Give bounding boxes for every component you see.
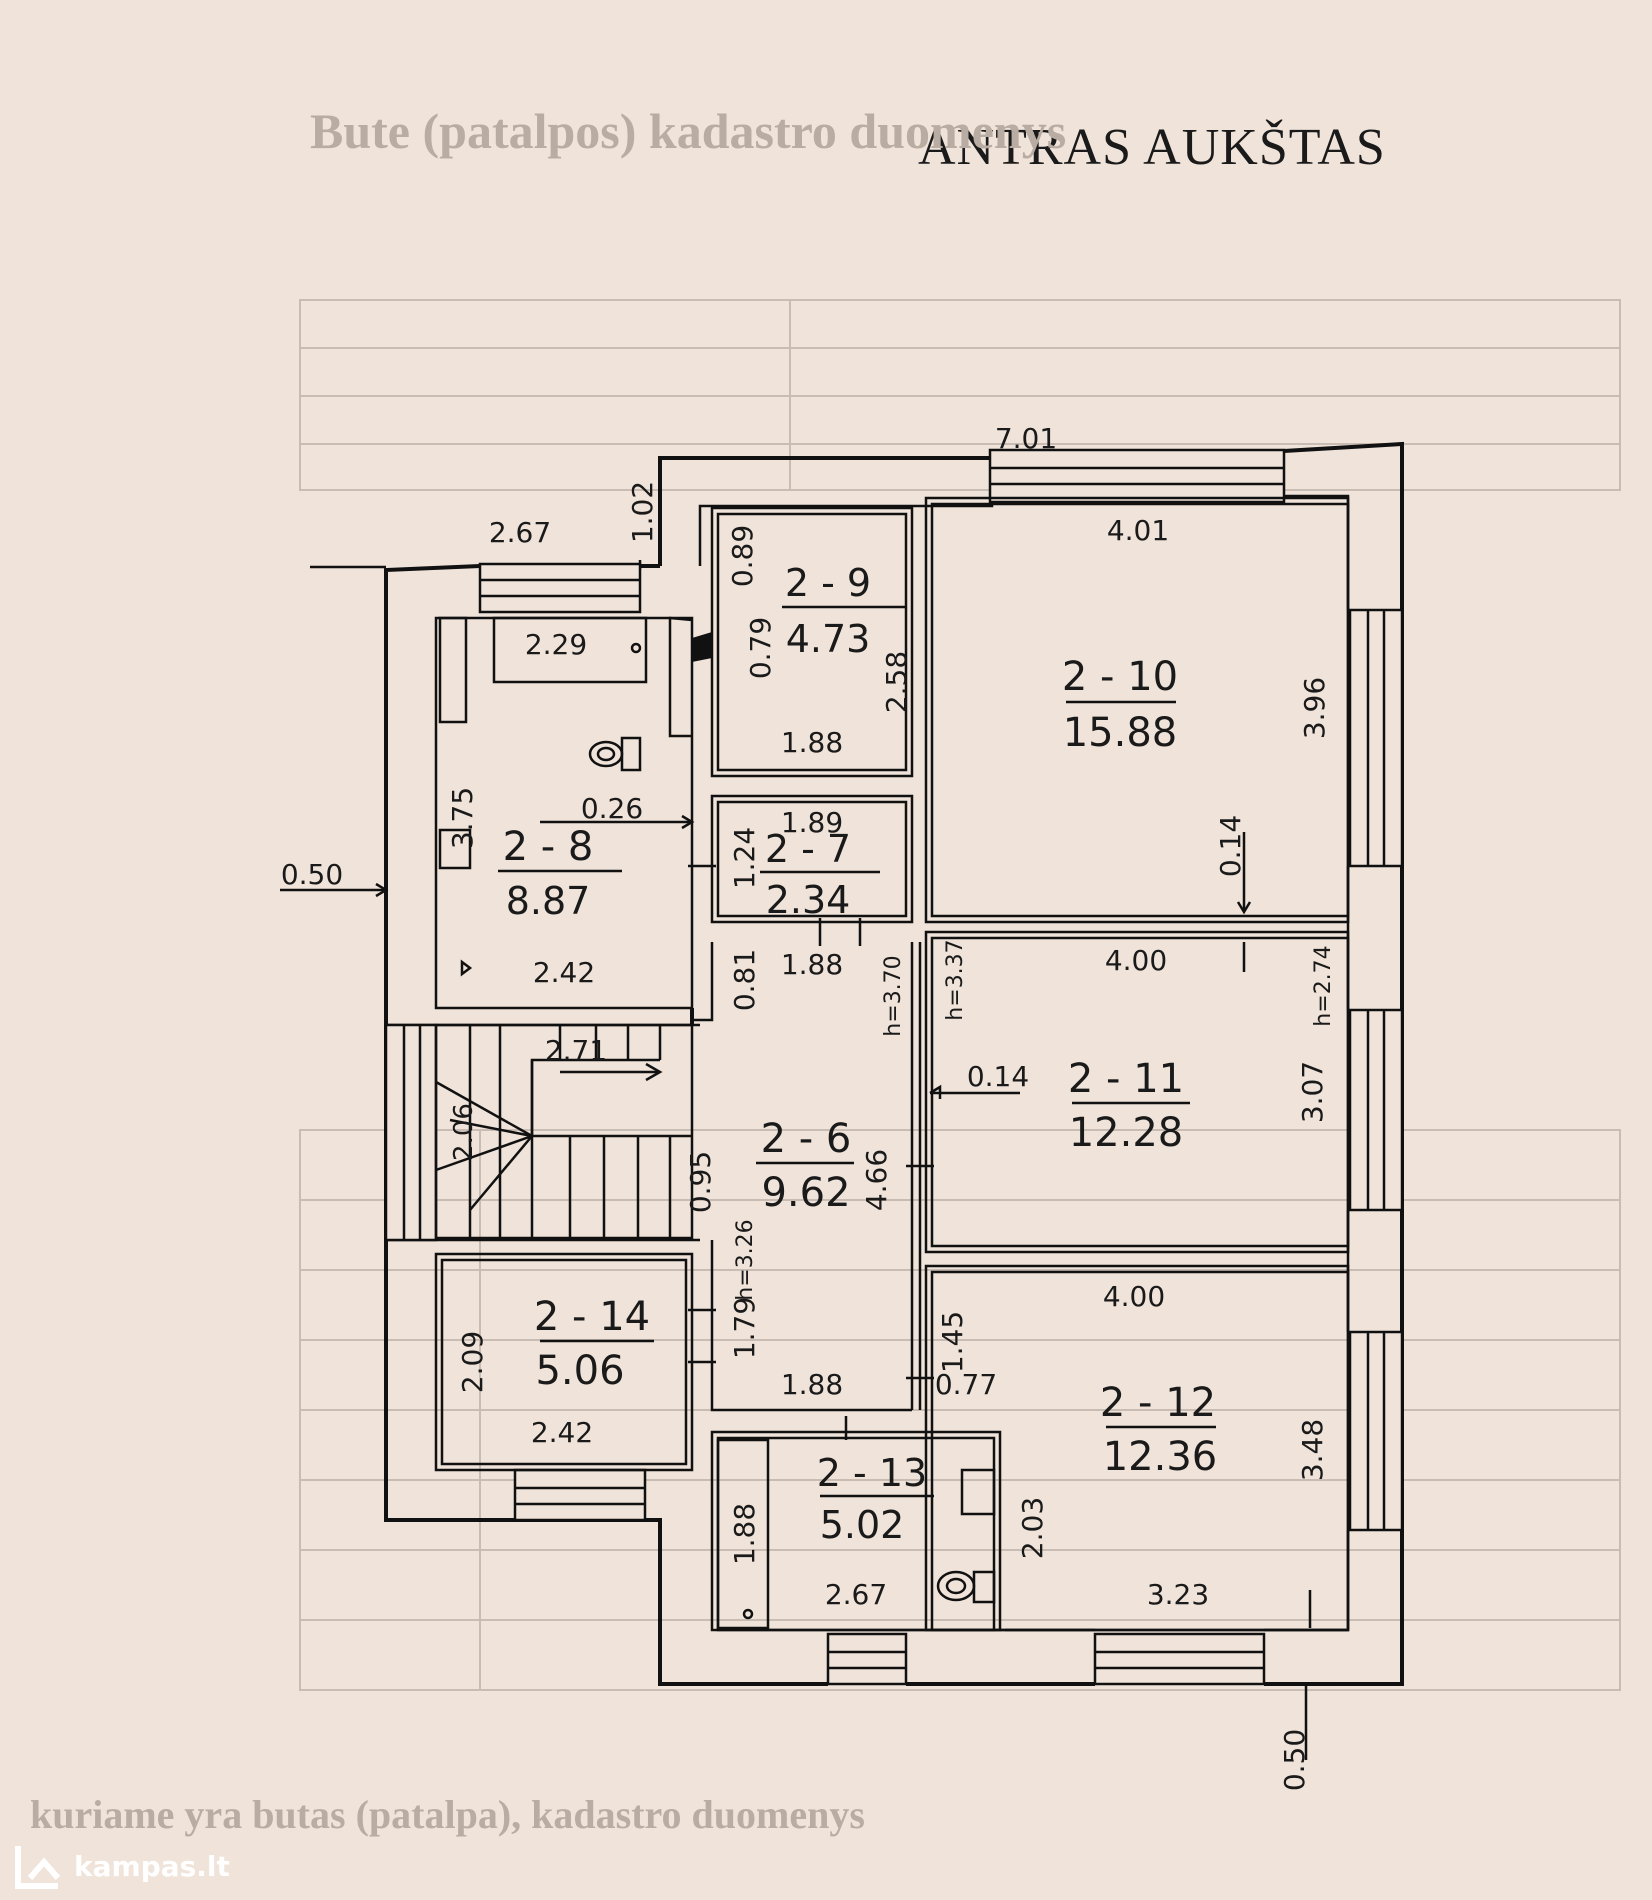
watermark-text: kampas.lt bbox=[74, 1849, 230, 1883]
room-area: 15.88 bbox=[1063, 710, 1178, 756]
fixtures bbox=[438, 616, 996, 1630]
dim-label: 0.81 bbox=[728, 949, 761, 1011]
room-2-12: 2 - 12 12.36 bbox=[1100, 1380, 1217, 1480]
dim-label: 4.00 bbox=[1103, 1280, 1165, 1313]
dim-label: 2.67 bbox=[489, 516, 551, 549]
chimney-icon bbox=[692, 632, 712, 662]
room-2-8: 2 - 8 8.87 bbox=[498, 824, 622, 923]
background-heading-top: Bute (patalpos) kadastro duomenys bbox=[310, 103, 1066, 159]
dim-label: 7.01 bbox=[995, 422, 1057, 455]
dim-label: 1.45 bbox=[936, 1311, 969, 1373]
room-area: 12.28 bbox=[1069, 1110, 1184, 1156]
dim-label: 2.09 bbox=[456, 1331, 489, 1393]
dim-label: h=3.70 bbox=[881, 955, 906, 1036]
room-id: 2 - 7 bbox=[765, 827, 851, 871]
dim-label: 1.89 bbox=[781, 806, 843, 839]
room-area: 8.87 bbox=[506, 879, 591, 923]
background-heading-bottom: kuriame yra butas (patalpa), kadastro du… bbox=[30, 1792, 865, 1837]
dim-label: 0.79 bbox=[744, 617, 777, 679]
dim-label: 2.71 bbox=[545, 1034, 607, 1067]
dimension-labels: 7.01 2.67 1.02 4.01 0.89 0.79 2.58 1.88 … bbox=[281, 422, 1336, 1791]
dim-label: 1.88 bbox=[781, 726, 843, 759]
bathtub-2-icon bbox=[716, 1438, 770, 1630]
dim-label: 2.29 bbox=[525, 628, 587, 661]
bathtub-icon bbox=[492, 616, 648, 684]
room-2-10: 2 - 10 15.88 bbox=[1062, 654, 1178, 756]
room-2-14: 2 - 14 5.06 bbox=[534, 1294, 654, 1394]
dim-label: 3.23 bbox=[1147, 1578, 1209, 1611]
room-2-9: 2 - 9 4.73 bbox=[782, 561, 906, 661]
dim-label: 2.06 bbox=[449, 1103, 479, 1161]
dim-label: 1.02 bbox=[626, 481, 659, 543]
dim-label: 0.77 bbox=[935, 1368, 997, 1401]
room-2-6: 2 - 6 9.62 bbox=[756, 1116, 854, 1216]
room-area: 12.36 bbox=[1103, 1434, 1218, 1480]
dim-label: 3.48 bbox=[1296, 1419, 1329, 1481]
dim-label: 0.26 bbox=[581, 792, 643, 825]
dim-label: 1.79 bbox=[728, 1297, 761, 1359]
room-area: 2.34 bbox=[766, 878, 851, 922]
room-area: 5.02 bbox=[820, 1503, 905, 1547]
room-area: 9.62 bbox=[761, 1170, 850, 1216]
dim-label: 4.00 bbox=[1105, 944, 1167, 977]
shower-icon bbox=[438, 828, 472, 870]
room-area: 4.73 bbox=[786, 617, 871, 661]
room-2-7: 2 - 7 2.34 bbox=[760, 827, 880, 922]
sink-2-icon bbox=[960, 1468, 996, 1516]
room-id: 2 - 12 bbox=[1100, 1380, 1216, 1426]
dimension-lines bbox=[280, 565, 1340, 1760]
dim-label: 2.42 bbox=[531, 1416, 593, 1449]
room-2-13: 2 - 13 5.02 bbox=[817, 1451, 934, 1547]
dim-label: 4.66 bbox=[860, 1149, 893, 1211]
floor-title: ANTRAS AUKŠTAS bbox=[918, 119, 1386, 176]
dim-label: 0.50 bbox=[281, 858, 343, 891]
windows bbox=[384, 448, 1404, 1686]
dim-label: 1.88 bbox=[781, 948, 843, 981]
dim-label: 0.14 bbox=[967, 1060, 1029, 1093]
dim-label: h=3.26 bbox=[733, 1219, 758, 1300]
dim-label: 2.58 bbox=[880, 651, 913, 713]
dim-label: 0.95 bbox=[684, 1151, 717, 1213]
room-area: 5.06 bbox=[535, 1348, 624, 1394]
dim-label: 1.88 bbox=[781, 1368, 843, 1401]
room-id: 2 - 14 bbox=[534, 1294, 650, 1340]
dim-label: 4.01 bbox=[1107, 514, 1169, 547]
dim-label: 2.67 bbox=[825, 1578, 887, 1611]
dim-label: 3.96 bbox=[1298, 677, 1331, 739]
sink-icon bbox=[460, 959, 473, 977]
dim-label: 3.07 bbox=[1296, 1061, 1329, 1123]
room-id: 2 - 6 bbox=[761, 1116, 852, 1162]
dim-label: h=2.74 bbox=[1311, 945, 1336, 1026]
dim-label: 2.03 bbox=[1016, 1497, 1049, 1559]
room-id: 2 - 9 bbox=[785, 561, 871, 605]
kampas-watermark: kampas.lt bbox=[10, 1838, 230, 1894]
dim-label: 1.24 bbox=[728, 827, 761, 889]
room-labels: 2 - 9 4.73 2 - 10 15.88 2 - 8 8.87 2 - 7… bbox=[498, 561, 1217, 1547]
room-id: 2 - 13 bbox=[817, 1451, 927, 1495]
kampas-logo-icon bbox=[15, 1846, 61, 1889]
room-2-11: 2 - 11 12.28 bbox=[1068, 1056, 1190, 1156]
dim-label: 0.89 bbox=[726, 525, 759, 587]
room-id: 2 - 10 bbox=[1062, 654, 1178, 700]
dim-label: 2.42 bbox=[533, 956, 595, 989]
toilet-2-icon bbox=[936, 1570, 996, 1604]
toilet-icon bbox=[588, 736, 642, 772]
dim-label: h=3.37 bbox=[943, 939, 968, 1020]
room-id: 2 - 8 bbox=[503, 824, 594, 870]
dim-label: 0.50 bbox=[1278, 1729, 1311, 1791]
dim-label: 3.75 bbox=[446, 787, 479, 849]
interior-walls bbox=[434, 496, 1350, 1632]
dim-label: 0.14 bbox=[1214, 815, 1247, 877]
dim-label: 1.88 bbox=[728, 1503, 761, 1565]
room-id: 2 - 11 bbox=[1068, 1056, 1184, 1102]
